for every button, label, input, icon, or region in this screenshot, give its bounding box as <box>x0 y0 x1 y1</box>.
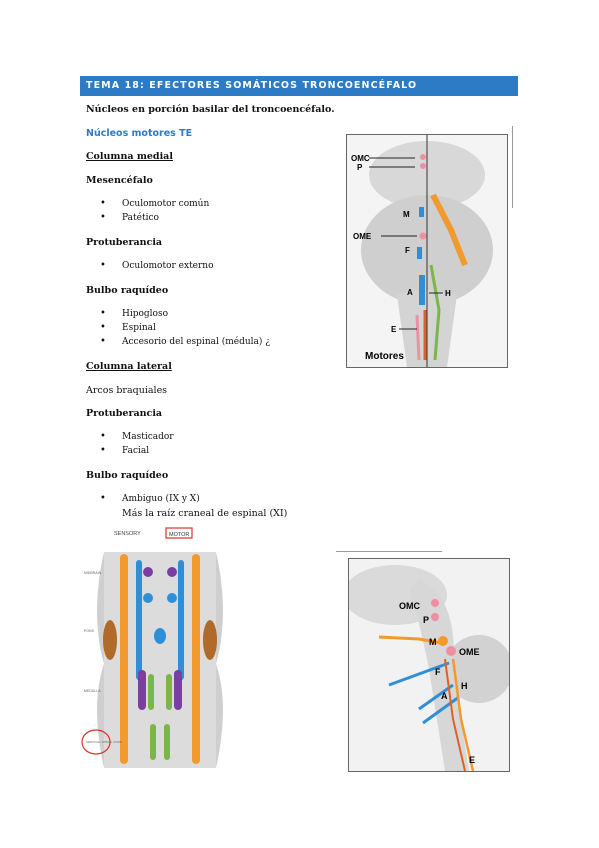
label-p: P <box>357 163 363 172</box>
brainstem-figure: OMC P M OME F A H E Motores <box>346 134 508 368</box>
midbrain-label: MIDBRAIN <box>84 571 102 575</box>
medulla-label: MEDULLA <box>84 689 101 693</box>
section-title: Núcleos motores TE <box>86 128 193 139</box>
list-item-extra: Más la raíz craneal de espinal (XI) <box>122 508 288 519</box>
label-h: H <box>445 289 451 298</box>
figure-caption: Motores <box>365 351 404 362</box>
protuberancia-label: Protuberancia <box>86 408 163 419</box>
sensory-label: SENSORY <box>114 531 141 537</box>
divider <box>336 551 442 552</box>
label-e: E <box>391 325 397 334</box>
protuberancia-label: Protuberancia <box>86 237 163 248</box>
label-ome: OME <box>353 232 372 241</box>
label-a: A <box>441 691 448 701</box>
label-omc: OMC <box>399 601 420 611</box>
list-item: Facial <box>100 445 149 456</box>
label-h: H <box>461 681 468 691</box>
pons-label: PONS <box>84 629 95 633</box>
lateral-brainstem-figure: OMC P M OME F A H E <box>343 558 513 772</box>
bulbo-label: Bulbo raquídeo <box>86 470 169 481</box>
cervical-label: CERVICAL SPINAL CORD <box>86 740 123 744</box>
list-item: Oculomotor externo <box>100 260 213 271</box>
list-item: Espinal <box>100 322 156 333</box>
list-item: Hipogloso <box>100 308 168 319</box>
motor-label: MOTOR <box>169 532 189 538</box>
page-title: TEMA 18: EFECTORES SOMÁTICOS TRONCOENCÉF… <box>86 80 418 91</box>
label-f: F <box>435 667 441 677</box>
list-item: Ambiguo (IX y X) <box>100 493 200 504</box>
label-ome: OME <box>459 647 480 657</box>
list-item: Masticador <box>100 431 173 442</box>
label-p: P <box>423 615 429 625</box>
label-m: M <box>429 637 437 647</box>
motor-box <box>165 527 193 539</box>
lateral-heading: Columna lateral <box>86 361 172 372</box>
cervical-circle <box>81 729 111 755</box>
list-item: Accesorio del espinal (médula) ¿ <box>100 336 270 347</box>
divider <box>512 126 513 208</box>
list-item: Patético <box>100 212 159 223</box>
list-item: Oculomotor común <box>100 198 209 209</box>
medial-heading: Columna medial <box>86 151 173 162</box>
mesencefalo-label: Mesencéfalo <box>86 175 153 186</box>
label-f: F <box>405 246 410 255</box>
label-e: E <box>469 755 475 765</box>
label-a: A <box>407 288 413 297</box>
label-omc: OMC <box>351 154 370 163</box>
nuclei-column-figure: SENSORY MOTOR MIDBRAIN PONS MEDULLA CERV… <box>80 524 240 768</box>
intro-text: Núcleos en porción basilar del troncoenc… <box>86 104 335 115</box>
arcos-text: Arcos braquiales <box>86 385 168 396</box>
label-m: M <box>403 210 410 219</box>
bulbo-label: Bulbo raquídeo <box>86 285 169 296</box>
title-bar <box>80 76 518 96</box>
